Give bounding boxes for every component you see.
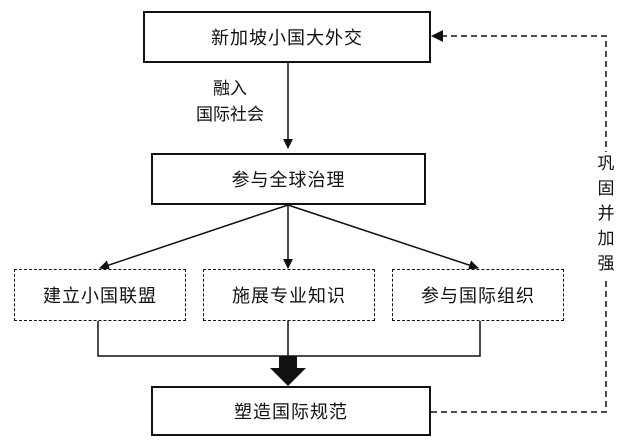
node-norms: 塑造国际规范	[151, 386, 431, 436]
node-governance: 参与全球治理	[151, 153, 426, 205]
merge-connector	[97, 321, 481, 357]
node-expertise: 施展专业知识	[203, 269, 375, 321]
node-alliance: 建立小国联盟	[14, 269, 186, 321]
edge-label-integrate: 融入 国际社会	[180, 76, 280, 128]
bold-arrow-to-norms	[270, 356, 306, 386]
arrow-governance-to-alliance	[99, 204, 289, 270]
node-organizations: 参与国际组织	[392, 269, 564, 321]
edge-label-integrate-line1: 融入	[213, 79, 247, 99]
feedback-arrowhead	[431, 30, 443, 42]
node-top: 新加坡小国大外交	[143, 11, 431, 63]
edge-label-integrate-line2: 国际社会	[196, 105, 264, 125]
edge-label-feedback: 巩固并加强	[595, 152, 617, 277]
arrow-governance-to-organizations	[287, 204, 479, 270]
